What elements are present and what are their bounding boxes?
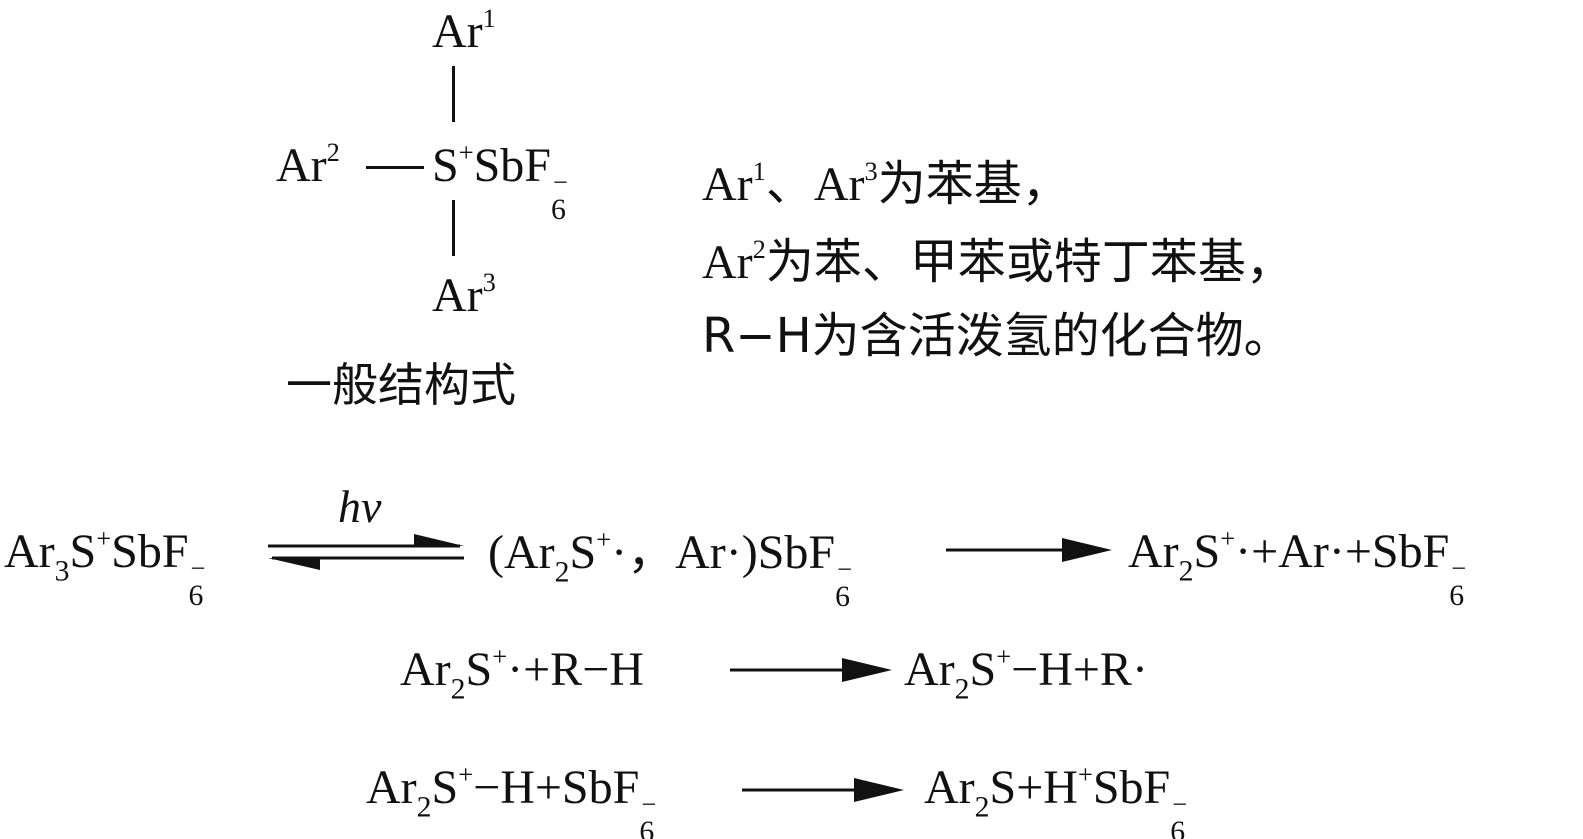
note-line-1: Ar1、Ar3为苯基，	[702, 156, 1070, 212]
r2-reactants: Ar2S+·+R−H	[400, 641, 644, 706]
r1-reactant: Ar3S+SbF−6	[4, 523, 206, 613]
r2-arrow	[730, 658, 892, 682]
r3-products: Ar2S+H+SbF−6	[924, 759, 1188, 839]
bond-left	[366, 166, 424, 169]
ar1-label: Ar1	[432, 3, 496, 58]
equilibrium-arrow	[268, 534, 464, 570]
r1-forward-arrow	[946, 538, 1112, 562]
r3-arrow	[742, 778, 904, 802]
r1-intermediate: (Ar2S+·，Ar·)SbF−6	[488, 524, 853, 614]
bond-bottom	[452, 200, 455, 256]
note-line-3: R−H为含活泼氢的化合物。	[702, 308, 1292, 364]
ar3-label: Ar3	[432, 267, 496, 322]
ar2-label: Ar2	[276, 137, 340, 192]
r2-products: Ar2S+−H+R·	[904, 641, 1148, 706]
note-line-2: Ar2为苯、甲苯或特丁苯基，	[702, 234, 1294, 290]
sulfonium-center: S+SbF−6	[432, 137, 568, 227]
r1-condition-hv: hv	[338, 481, 382, 532]
r3-reactants: Ar2S+−H+SbF−6	[366, 759, 657, 839]
bond-top	[452, 66, 455, 122]
structure-caption: 一般结构式	[286, 358, 516, 412]
r1-products: Ar2S+·+Ar·+SbF−6	[1128, 523, 1467, 613]
